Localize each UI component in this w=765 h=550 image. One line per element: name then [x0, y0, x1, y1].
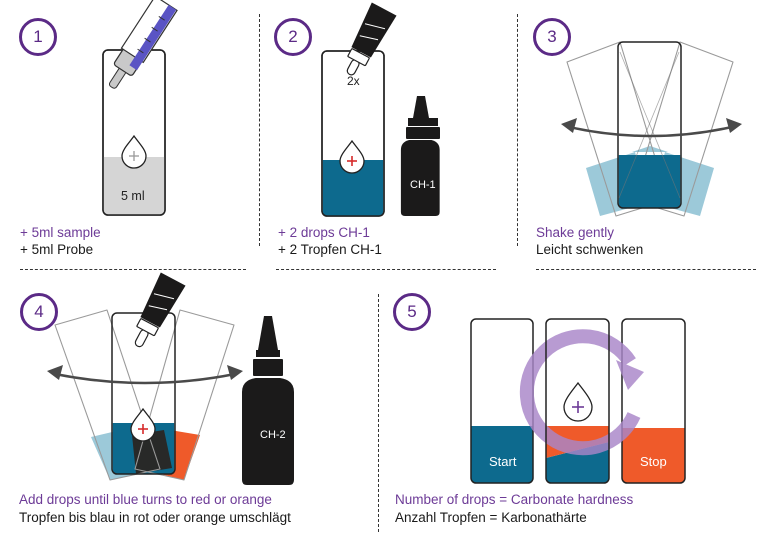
caption-en: Shake gently	[536, 225, 615, 240]
drop-count-label: 2x	[347, 74, 360, 88]
drop-plus-icon	[339, 139, 365, 174]
vial-volume-label: 5 ml	[121, 189, 145, 203]
step-number-badge: 1	[19, 18, 57, 56]
step-1: 1 5 ml + 5ml sample + 5ml Probe	[0, 0, 259, 270]
vial-icon	[102, 49, 166, 216]
bottle-label: CH-1	[410, 179, 436, 191]
caption-de: + 5ml Probe	[20, 242, 94, 257]
step-number: 1	[33, 27, 43, 46]
swing-arrow-icon	[561, 118, 742, 138]
divider-vertical-2-3	[517, 14, 518, 246]
drop-plus-icon	[563, 381, 593, 422]
drop-plus-icon	[121, 134, 147, 169]
caption-en: + 5ml sample	[20, 225, 101, 240]
divider-horizontal-2	[276, 269, 496, 270]
caption-de: + 2 Tropfen CH-1	[278, 242, 382, 257]
start-label: Start	[489, 454, 517, 469]
step-number-badge: 5	[393, 293, 431, 331]
step-number: 3	[547, 27, 557, 46]
caption-en: + 2 drops CH-1	[278, 225, 370, 240]
caption-de: Leicht schwenken	[536, 242, 644, 257]
vial-icon	[321, 50, 385, 217]
dropper-bottle-icon	[134, 272, 186, 348]
swing-arrow-icon	[47, 365, 243, 385]
step-number-badge: 2	[274, 18, 312, 56]
divider-horizontal-3	[536, 269, 756, 270]
step-number: 4	[34, 302, 44, 321]
bottle-label: CH-2	[260, 429, 286, 441]
step-3: 3 Shake gently Leicht schwenken	[517, 0, 765, 270]
caption-en: Number of drops = Carbonate hardness	[395, 492, 634, 507]
syringe-icon	[108, 0, 178, 89]
vial-stop	[621, 318, 686, 484]
step-5-illustration	[470, 318, 686, 484]
step-number-badge: 3	[533, 18, 571, 56]
step-2: 2 2x CH-1 + 2 drops CH-1	[259, 0, 517, 270]
step-2-illustration	[321, 2, 440, 217]
divider-horizontal-1	[20, 269, 246, 270]
bottle-ch2-icon	[242, 316, 294, 485]
caption-de: Anzahl Tropfen = Karbonathärte	[395, 510, 587, 525]
vial-start	[470, 318, 534, 484]
tilted-vials-icon	[566, 41, 734, 217]
stop-label: Stop	[640, 454, 667, 469]
divider-vertical-1-2	[259, 14, 260, 246]
step-3-illustration	[561, 41, 742, 217]
step-5: 5 Start Stop Number of drops = C	[378, 280, 765, 550]
step-number-badge: 4	[20, 293, 58, 331]
step-1-illustration	[102, 0, 178, 216]
vial-middle-outline	[545, 318, 610, 484]
tilted-vials-icon	[54, 309, 235, 481]
step-number: 2	[288, 27, 298, 46]
caption-en: Add drops until blue turns to red or ora…	[19, 492, 272, 507]
step-4-illustration	[47, 272, 294, 485]
divider-vertical-4-5	[378, 294, 379, 532]
cycle-arrow-icon	[519, 329, 644, 456]
caption-de: Tropfen bis blau in rot oder orange umsc…	[19, 510, 291, 525]
dropper-bottle-icon	[346, 2, 397, 76]
bottle-ch1-icon	[400, 96, 440, 216]
drop-plus-icon	[130, 407, 156, 442]
step-number: 5	[407, 302, 417, 321]
step-4: 4	[0, 272, 378, 550]
